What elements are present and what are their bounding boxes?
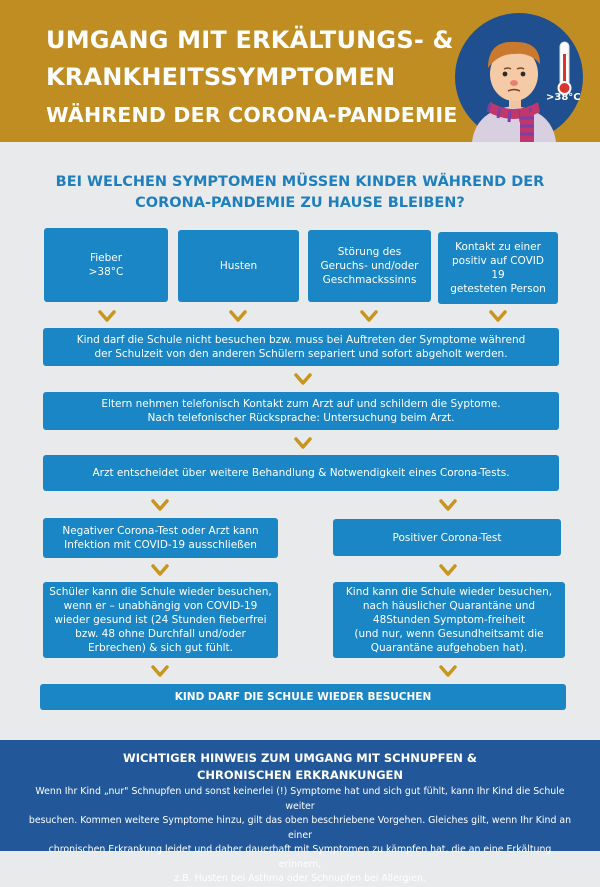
arrow-down-icon	[439, 665, 457, 677]
symptom-fever-temp: >38°C	[88, 266, 124, 278]
positive-result-box: Kind kann die Schule wieder besuchen, na…	[333, 582, 565, 658]
step-call-doctor-line-2: Nach telefonischer Rücksprache: Untersuc…	[147, 412, 455, 424]
sick-child-icon	[455, 13, 583, 142]
arrow-down-icon	[439, 564, 457, 576]
footer-heading-line-1: WICHTIGER HINWEIS ZUM UMGANG MIT SCHNUPF…	[123, 751, 477, 765]
symptom-contact-line-3: getesteten Person	[450, 283, 546, 295]
step-no-school-line-2: der Schulzeit von den anderen Schülern s…	[94, 348, 508, 360]
title-line-2: KRANKHEITSSYMPTOMEN	[46, 63, 396, 91]
arrow-down-icon	[294, 437, 312, 449]
arrow-down-icon	[489, 310, 507, 322]
step-no-school-box: Kind darf die Schule nicht besuchen bzw.…	[43, 328, 559, 366]
step-call-doctor-box: Eltern nehmen telefonisch Kontakt zum Ar…	[43, 392, 559, 430]
symptom-contact-line-2: positiv auf COVID 19	[452, 255, 544, 281]
positive-test-text: Positiver Corona-Test	[392, 531, 502, 544]
negative-result-line: bzw. 48 ohne Durchfall und/oder	[75, 628, 246, 640]
negative-result-box: Schüler kann die Schule wieder besuchen,…	[43, 582, 278, 658]
positive-result-line: Kind kann die Schule wieder besuchen,	[345, 586, 553, 598]
negative-test-line-2: Infektion mit COVID-19 ausschließen	[64, 539, 257, 551]
footer-text-line: z.B. Husten bei Asthma oder Schnupfen be…	[174, 873, 426, 884]
arrow-down-icon	[151, 665, 169, 677]
symptom-cough-box: Husten	[178, 230, 299, 302]
footer-heading: WICHTIGER HINWEIS ZUM UMGANG MIT SCHNUPF…	[60, 750, 540, 784]
arrow-down-icon	[229, 310, 247, 322]
footer-text-line: besuchen. Kommen weitere Symptome hinzu,…	[28, 815, 572, 841]
title-line-3: WÄHREND DER CORONA-PANDEMIE	[46, 103, 458, 127]
positive-test-box: Positiver Corona-Test	[333, 519, 561, 556]
final-result-box: KIND DARF DIE SCHULE WIEDER BESUCHEN	[40, 684, 566, 710]
arrow-down-icon	[439, 499, 457, 511]
symptom-smell-line-2: Geruchs- und/oder	[320, 260, 419, 272]
thermometer-label: >38°C	[546, 92, 581, 103]
positive-result-line: nach häuslicher Quarantäne und	[362, 600, 536, 612]
negative-result-line: Schüler kann die Schule wieder besuchen,	[49, 586, 272, 598]
step-doctor-decides-box: Arzt entscheidet über weitere Behandlung…	[43, 455, 559, 491]
negative-test-line-1: Negativer Corona-Test oder Arzt kann	[62, 525, 259, 537]
footer-heading-line-2: CHRONISCHEN ERKRANKUNGEN	[196, 768, 404, 782]
question-heading: BEI WELCHEN SYMPTOMEN MÜSSEN KINDER WÄHR…	[40, 172, 560, 214]
positive-result-line: (und nur, wenn Gesundheitsamt die	[354, 628, 544, 640]
negative-result-line: Erbrechen) & sich gut fühlt.	[88, 642, 233, 654]
question-line-2: CORONA-PANDEMIE ZU HAUSE BLEIBEN?	[135, 195, 465, 211]
title-line-1: UMGANG MIT ERKÄLTUNGS- &	[46, 26, 454, 54]
arrow-down-icon	[360, 310, 378, 322]
thermometer-icon	[557, 41, 572, 95]
step-call-doctor-line-1: Eltern nehmen telefonisch Kontakt zum Ar…	[101, 398, 501, 410]
symptom-contact-line-1: Kontakt zu einer	[455, 241, 541, 253]
arrow-down-icon	[294, 373, 312, 385]
final-result-text: KIND DARF DIE SCHULE WIEDER BESUCHEN	[174, 691, 432, 703]
footer-body: Wenn Ihr Kind „nur" Schnupfen und sonst …	[28, 785, 572, 887]
footer-text-line: Wenn Ihr Kind „nur" Schnupfen und sonst …	[35, 786, 565, 812]
symptom-fever-label: Fieber	[89, 252, 123, 264]
negative-result-line: wenn er – unabhängig von COVID-19	[63, 600, 258, 612]
negative-result-line: wieder gesund ist (24 Stunden fieberfrei	[54, 614, 267, 626]
footer-panel	[0, 740, 600, 851]
symptom-contact-box: Kontakt zu einer positiv auf COVID 19 gete…	[438, 232, 558, 304]
arrow-down-icon	[151, 564, 169, 576]
symptom-smell-line-1: Störung des	[337, 246, 402, 258]
symptom-fever-box: Fieber >38°C	[44, 228, 168, 302]
symptom-smell-line-3: Geschmackssinns	[322, 274, 417, 286]
arrow-down-icon	[98, 310, 116, 322]
question-line-1: BEI WELCHEN SYMPTOMEN MÜSSEN KINDER WÄHR…	[55, 174, 545, 190]
positive-result-line: Quarantäne aufgehoben hat).	[370, 642, 528, 654]
step-doctor-decides-text: Arzt entscheidet über weitere Behandlung…	[92, 467, 510, 479]
footer-text-line: chronischen Erkrankung leidet und daher …	[48, 844, 552, 870]
step-no-school-line-1: Kind darf die Schule nicht besuchen bzw.…	[76, 334, 526, 346]
arrow-down-icon	[151, 499, 169, 511]
symptom-cough-label: Husten	[219, 260, 258, 272]
positive-result-line: 48Stunden Symptom-freiheit	[372, 614, 526, 626]
